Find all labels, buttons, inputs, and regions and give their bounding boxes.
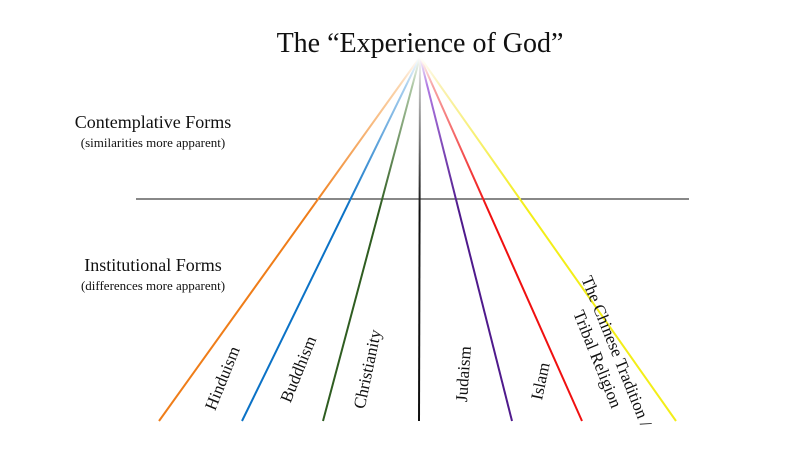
label-line: Judaism (452, 346, 475, 403)
label-islam: Islam (527, 361, 553, 402)
label-buddhism: Buddhism (277, 333, 321, 405)
label-line: Buddhism (277, 333, 321, 405)
ray-hinduism (158, 56, 421, 422)
ray-chinese-tribal (419, 56, 677, 422)
label-chinese-tribal: The Chinese Tradition /Tribal Religion (559, 273, 656, 437)
institutional-note: (differences more apparent) (81, 278, 225, 293)
ray-buddhism (241, 56, 421, 422)
diagram-title: The “Experience of God” (277, 28, 564, 59)
institutional-heading: Institutional Forms (84, 255, 222, 275)
label-christianity: Christianity (350, 327, 385, 410)
label-judaism: Judaism (452, 346, 475, 403)
label-line: Islam (527, 361, 553, 402)
rays-group (158, 56, 677, 422)
ray-christianity (322, 56, 421, 422)
contemplative-note: (similarities more apparent) (81, 135, 225, 150)
ray-center (418, 56, 421, 422)
label-line: Christianity (350, 327, 385, 410)
contemplative-heading: Contemplative Forms (75, 112, 232, 132)
ray-judaism (419, 56, 513, 422)
ray-islam (419, 56, 583, 422)
